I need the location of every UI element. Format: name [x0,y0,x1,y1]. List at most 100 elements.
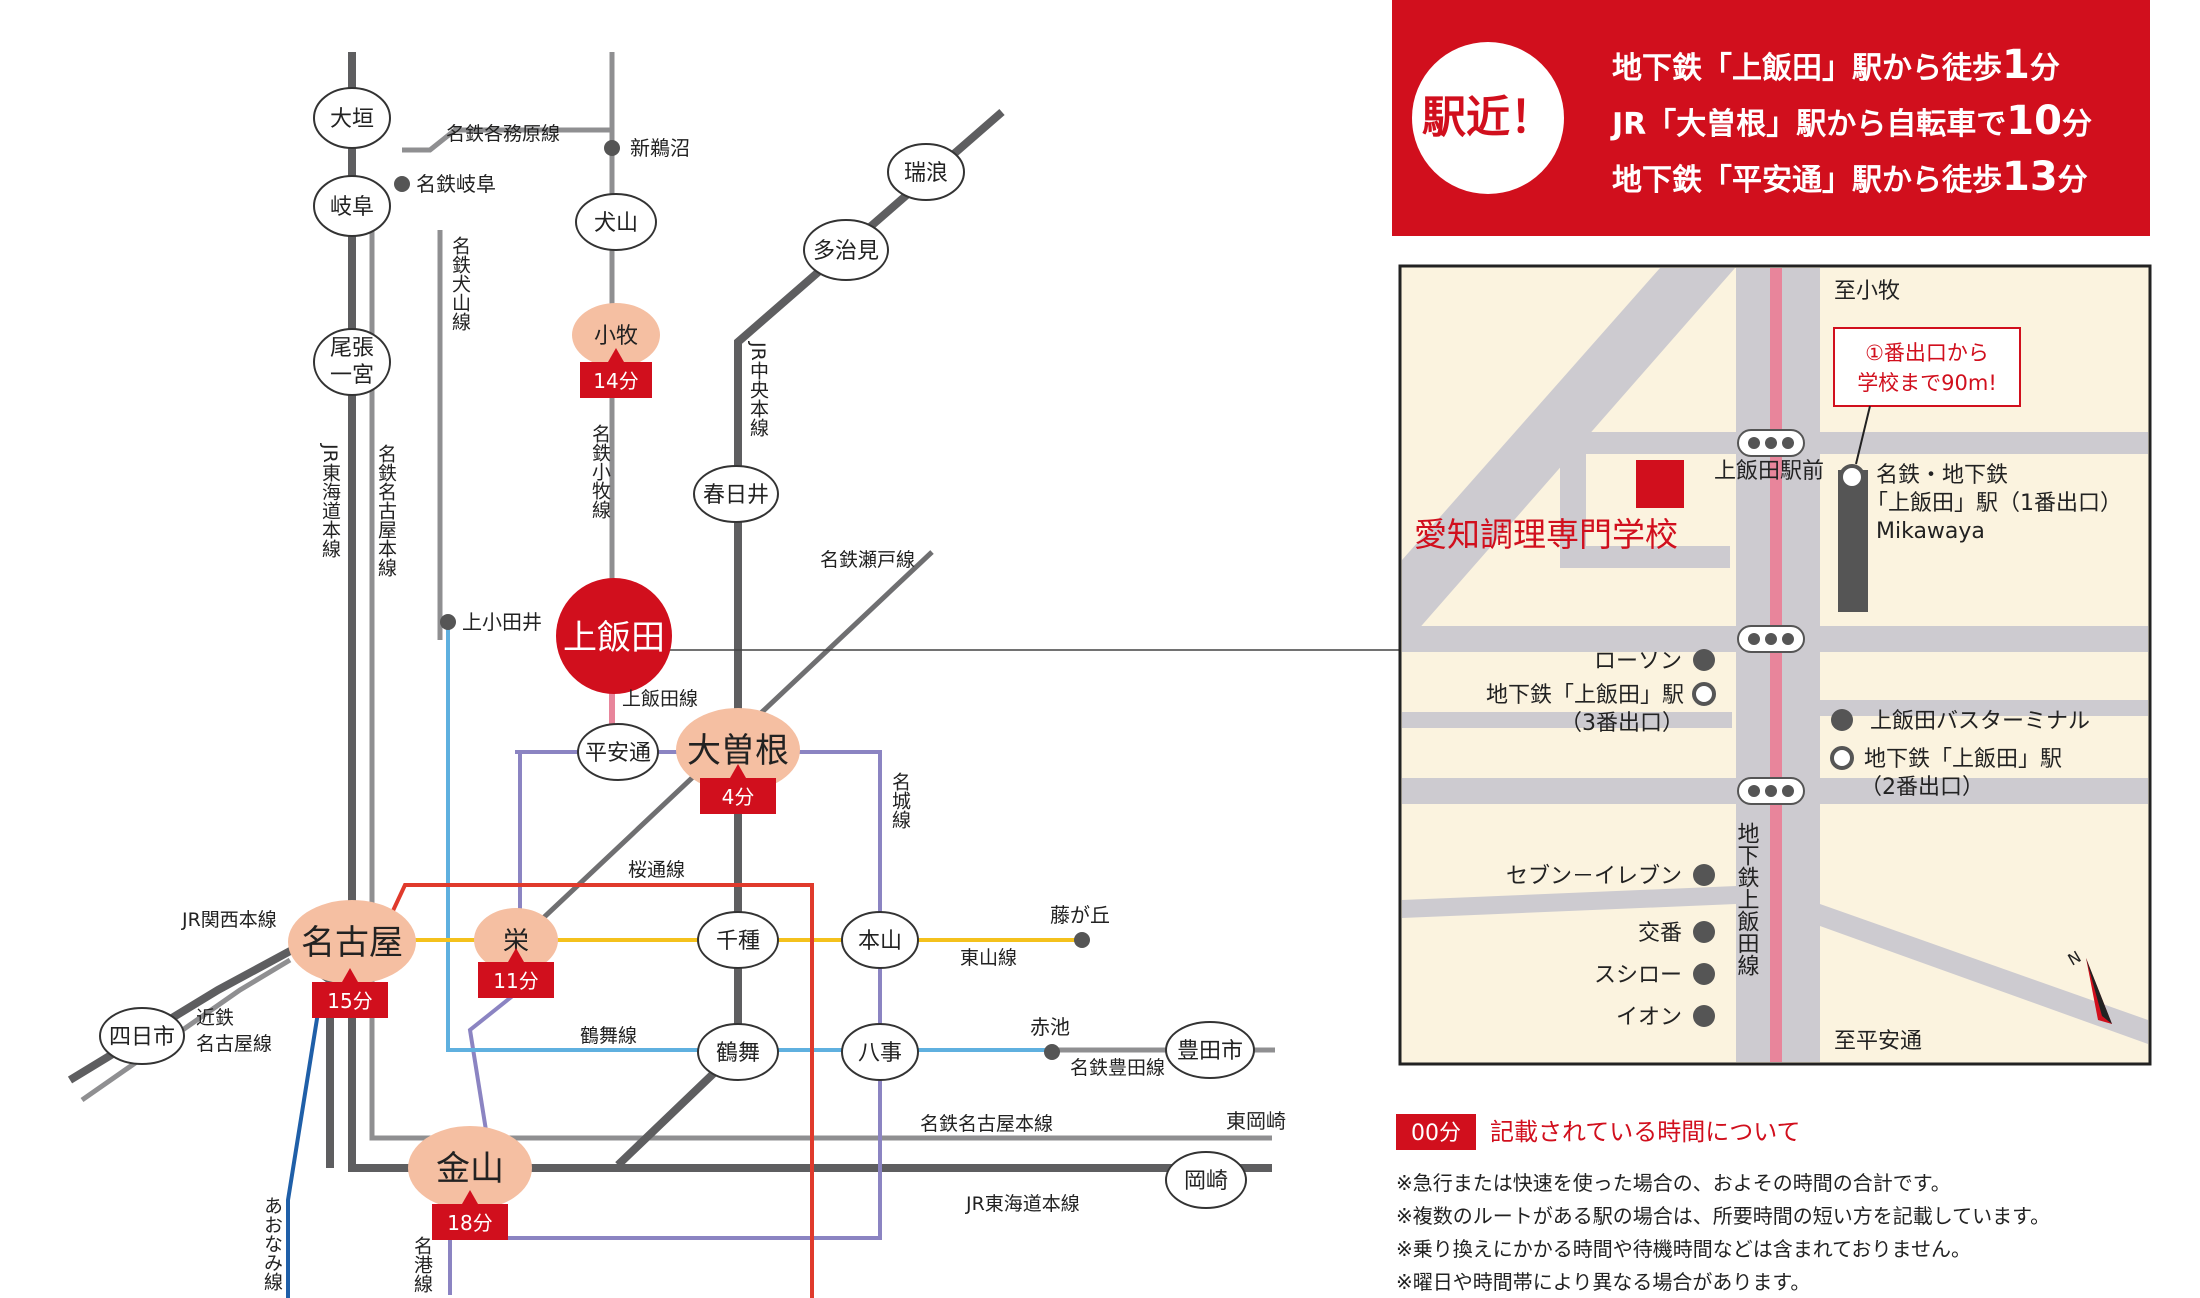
label-heiando: 平安通 [585,741,651,766]
station-motoyama[interactable] [841,911,919,969]
notes-list: ※急行または快速を使った場合の、およその時間の合計です。 ※複数のルートがある駅… [1396,1171,2050,1294]
station-gifu[interactable] [313,175,391,237]
road-lower-diagonal [1402,886,1736,918]
line-label-kintetsu-1: 近鉄 [196,1007,234,1029]
exit-3-icon[interactable] [1692,682,1716,706]
label-gifu: 岐阜 [330,195,374,220]
meitetsu-gifu-dot[interactable] [394,176,410,192]
station-yagoto[interactable] [841,1023,919,1081]
line-label-kintetsu-2: 名古屋線 [196,1033,272,1055]
callout: ①番出口から 学校まで90m! [1833,327,2021,465]
line-label-higashiyama: 東山線 [960,947,1017,969]
kamiotai-dot[interactable] [440,614,456,630]
time-badge-sakae: 11分 [478,948,554,998]
label-tsurumai: 鶴舞 [716,1041,760,1066]
station-mizunami[interactable] [887,143,965,201]
bus-terminal-marker[interactable] [1831,709,1853,731]
station-nagoya[interactable] [288,900,416,984]
station-kamiiida[interactable] [556,578,672,694]
school-marker[interactable] [1636,460,1684,508]
station-heiando[interactable] [577,723,659,781]
label-mizunami: 瑞浪 [904,161,948,186]
label-komaki: 小牧 [594,324,638,349]
callout-pointer [1855,405,1871,465]
time-sakae: 11分 [493,969,538,993]
label-higashiokazaki: 東岡崎 [1226,1109,1286,1133]
label-meitetsu-gifu: 名鉄岐阜 [416,172,496,196]
station-ozone[interactable] [676,708,800,792]
rail-network-map: 大垣 岐阜 尾張 一宮 犬山 小牧 多治見 瑞浪 春日井 平安通 千種 本山 鶴… [67,52,1400,1298]
koban-marker[interactable] [1693,921,1715,943]
time-badge-kanayama: 18分 [432,1190,508,1240]
lawson-marker[interactable] [1693,649,1715,671]
time-badge-komaki: 14分 [580,348,652,398]
time-nagoya: 15分 [327,989,372,1013]
station-kanayama[interactable] [408,1126,532,1210]
fujigaoka-dot[interactable] [1074,932,1090,948]
label-owari-1: 尾張 [330,336,374,361]
akaike-dot[interactable] [1044,1044,1060,1060]
road-lower-right-diagonal [1820,904,2148,1044]
label-okazaki: 岡崎 [1184,1169,1228,1194]
label-shin-unuma: 新鵜沼 [630,136,690,160]
station-komaki[interactable] [572,303,660,367]
label-to-heiando: 至平安通 [1834,1029,1922,1054]
aeon-marker[interactable] [1693,1005,1715,1027]
station-kasugai[interactable] [693,465,779,523]
banner-badge-text: 駅近！ [1422,92,1554,143]
station-platform [1838,470,1868,612]
label-lawson: ローソン [1594,649,1682,674]
banner-badge-circle [1412,42,1564,194]
line-labels: 名鉄各務原線 名鉄瀬戸線 上飯田線 桜通線 JR関西本線 東山線 鶴舞線 名鉄豊… [181,123,1165,1215]
sushiro-marker[interactable] [1693,963,1715,985]
station-chikusa[interactable] [697,911,779,969]
line-label-tsurumai: 鶴舞線 [580,1025,637,1047]
station-yokkaichi[interactable] [99,1007,185,1065]
note-1: ※急行または快速を使った場合の、およその時間の合計です。 [1396,1171,1951,1195]
line-label-seto: 名鉄瀬戸線 [820,549,915,571]
station-okazaki[interactable] [1165,1151,1247,1209]
label-oogaki: 大垣 [330,107,374,132]
station-sakae[interactable] [474,908,558,972]
label-exit3-2: （3番出口） [1560,711,1684,736]
aonami-line [286,999,322,1298]
line-label-meijo-v: 名城線 [889,772,911,829]
label-kanayama: 金山 [436,1149,504,1189]
label-chikusa: 千種 [716,929,760,954]
banner-line-2: JR「大曽根」駅から自転車で10分 [1610,98,2092,144]
legend-title: 記載されている時間について [1490,1118,1801,1146]
seven-eleven-marker[interactable] [1693,864,1715,886]
exit-1-icon[interactable] [1839,464,1865,490]
label-exit2-1: 地下鉄「上飯田」駅 [1864,747,2062,772]
legend-badge [1396,1114,1476,1150]
exit-2-icon[interactable] [1830,746,1854,770]
shin-unuma-dot[interactable] [604,140,620,156]
minor-station-dots [394,140,1090,1060]
station-inuyama[interactable] [575,193,657,251]
station-oogaki[interactable] [313,87,391,149]
label-nagoya: 名古屋 [301,923,403,963]
label-yagoto: 八事 [858,1041,902,1066]
banner-lines: 地下鉄「上飯田」駅から徒歩1分 JR「大曽根」駅から自転車で10分 地下鉄「平安… [1610,42,2092,200]
station-tajimi[interactable] [803,219,889,281]
station-owari-ichinomiya[interactable] [313,328,391,396]
label-koban: 交番 [1638,921,1682,946]
label-sushiro: スシロー [1594,963,1682,988]
label-owari-2: 一宮 [330,363,374,388]
label-exit1-2: 「上飯田」駅（1番出口） [1866,491,2122,516]
school-name: 愛知調理専門学校 [1414,515,1678,554]
label-inuyama: 犬山 [594,211,638,236]
line-label-jr-tokaido-h: JR東海道本線 [965,1193,1080,1215]
label-kasugai: 春日井 [703,483,769,508]
road-upper [1560,432,2148,454]
station-tsurumai[interactable] [697,1023,779,1081]
station-toyotashi[interactable] [1165,1021,1255,1079]
time-badge-nagoya: 15分 [312,968,388,1018]
banner-line-1: 地下鉄「上飯田」駅から徒歩1分 [1612,42,2060,88]
label-to-komaki: 至小牧 [1834,279,1900,304]
note-3: ※乗り換えにかかる時間や待機時間などは含まれておりません。 [1396,1237,1971,1261]
label-seven: セブン－イレブン [1506,864,1682,889]
label-signal: 上飯田駅前 [1714,459,1824,484]
line-label-tokaido-v: JR東海道本線 [319,443,341,558]
legend-badge-text: 00分 [1411,1121,1461,1146]
